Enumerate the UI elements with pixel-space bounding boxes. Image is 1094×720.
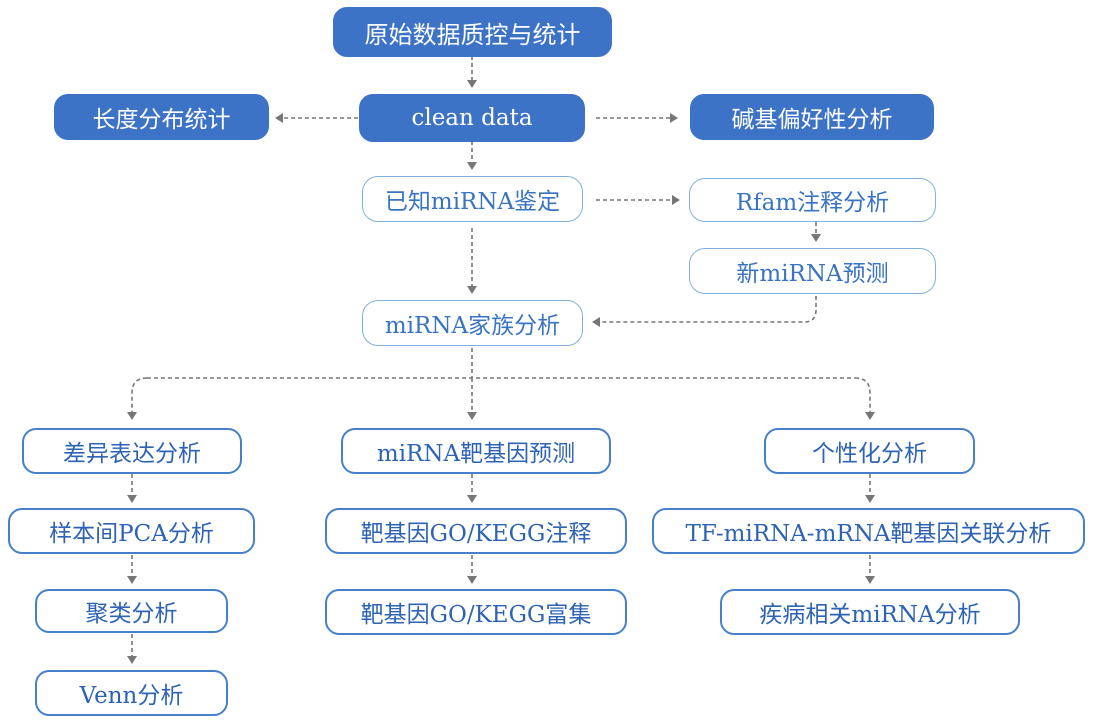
node-known-mirna: 已知miRNA鉴定: [362, 176, 583, 222]
node-tf-mirna-mrna-network: TF-miRNA-mRNA靶基因关联分析: [652, 508, 1085, 554]
node-base-preference: 碱基偏好性分析: [690, 94, 934, 140]
arrow-diff-to-pca: [127, 474, 137, 503]
node-disease-mirna: 疾病相关miRNA分析: [720, 589, 1020, 635]
node-target-go-kegg-enrichment: 靶基因GO/KEGG富集: [325, 589, 627, 635]
node-sample-pca: 样本间PCA分析: [8, 508, 255, 554]
arrow-clean-to-basepref: [596, 113, 678, 123]
node-length-distribution: 长度分布统计: [54, 94, 269, 140]
arrow-anno-to-enrich: [467, 555, 477, 584]
arrow-target-to-anno: [467, 474, 477, 503]
node-clean-data: clean data: [359, 94, 585, 142]
arrow-cluster-to-venn: [127, 634, 137, 664]
arrow-clean-to-length: [275, 113, 358, 123]
node-target-go-kegg-annotation: 靶基因GO/KEGG注释: [325, 508, 627, 554]
node-personalized: 个性化分析: [764, 428, 975, 474]
node-clustering: 聚类分析: [35, 589, 228, 633]
node-mirna-family: miRNA家族分析: [362, 300, 583, 346]
node-diff-expression: 差异表达分析: [22, 428, 242, 474]
arrow-rfam-to-novel: [811, 222, 821, 242]
node-raw-data-qc: 原始数据质控与统计: [333, 7, 612, 57]
arrow-known-to-family: [467, 228, 477, 294]
arrow-family-branches: [127, 348, 875, 420]
node-venn: Venn分析: [35, 670, 228, 716]
node-rfam-annotation: Rfam注释分析: [689, 178, 936, 222]
node-novel-mirna: 新miRNA预测: [689, 248, 936, 294]
arrow-known-to-rfam: [596, 195, 680, 205]
arrow-pca-to-cluster: [127, 555, 137, 584]
arrow-tf-to-disease: [865, 555, 875, 584]
arrow-personal-to-tf: [865, 474, 875, 503]
arrow-raw-to-clean: [467, 56, 477, 88]
node-target-prediction: miRNA靶基因预测: [341, 428, 611, 474]
arrow-clean-to-known: [467, 141, 477, 170]
arrow-novel-to-family: [592, 296, 817, 327]
